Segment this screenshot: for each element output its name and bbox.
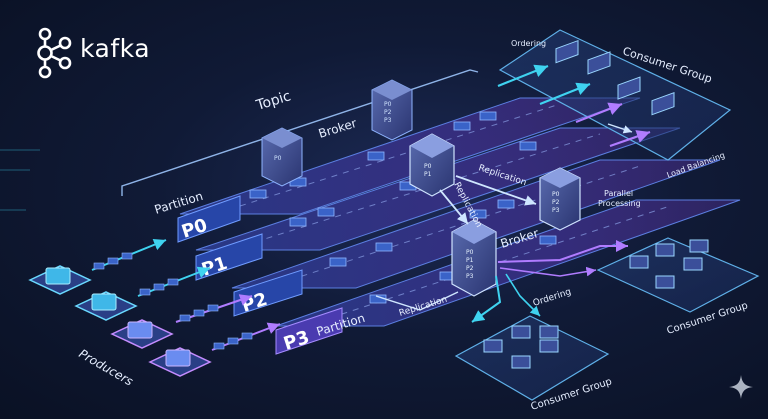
producer-device-1 bbox=[28, 265, 92, 295]
broker-server-left: P0 bbox=[261, 127, 303, 187]
server-bottom-p0: P0 bbox=[466, 249, 474, 256]
broker-server-right: P0 P2 P3 bbox=[539, 167, 581, 231]
lane-messages bbox=[249, 111, 557, 304]
producers bbox=[28, 265, 212, 377]
topic-bracket bbox=[121, 69, 479, 196]
server-right-p2: P2 bbox=[552, 199, 560, 206]
parallel-label-2: Processing bbox=[598, 199, 641, 208]
server-center-p1: P1 bbox=[424, 171, 432, 178]
sparkle-icon bbox=[729, 375, 753, 399]
consumer-top-arrows bbox=[497, 64, 651, 148]
partition-lane-3 bbox=[275, 199, 741, 327]
producer-device-4 bbox=[148, 347, 212, 377]
kafka-logo-icon bbox=[37, 27, 72, 79]
server-bottom-p1: P1 bbox=[466, 257, 474, 264]
replication-arrows bbox=[375, 175, 537, 311]
light-streaks bbox=[0, 149, 40, 211]
broker-server-center: P0 P1 bbox=[409, 133, 455, 197]
consumer-group-bottom bbox=[454, 315, 610, 401]
kafka-logo-text: kafka bbox=[80, 34, 151, 63]
server-top-p2: P2 bbox=[384, 109, 392, 116]
server-left-p0: P0 bbox=[274, 155, 282, 162]
ordering-label-bottom: Ordering bbox=[532, 287, 573, 309]
broker-server-top: P0 P2 P3 bbox=[371, 79, 413, 141]
server-right-p3: P3 bbox=[552, 207, 560, 214]
topic-label: Topic bbox=[254, 88, 293, 114]
broker-server-bottom: P0 P1 P2 P3 bbox=[451, 219, 497, 297]
server-bottom-p2: P2 bbox=[466, 265, 474, 272]
consumer-group-right bbox=[596, 237, 760, 313]
producer-arrows bbox=[91, 238, 281, 351]
consumer-bottom-arrows bbox=[471, 240, 628, 323]
producer-device-3 bbox=[110, 319, 174, 349]
server-top-p3: P3 bbox=[384, 117, 392, 124]
parallel-label-1: Parallel bbox=[604, 189, 633, 198]
server-center-p0: P0 bbox=[424, 163, 432, 170]
broker-label-top: Broker bbox=[317, 116, 359, 141]
server-bottom-p3: P3 bbox=[466, 273, 474, 280]
producers-label: Producers bbox=[77, 346, 136, 388]
server-top-p0: P0 bbox=[384, 101, 392, 108]
consumer-group-top bbox=[498, 29, 732, 161]
ordering-label-top: Ordering bbox=[511, 39, 546, 48]
server-right-p0: P0 bbox=[552, 191, 560, 198]
producer-device-2 bbox=[74, 291, 138, 321]
